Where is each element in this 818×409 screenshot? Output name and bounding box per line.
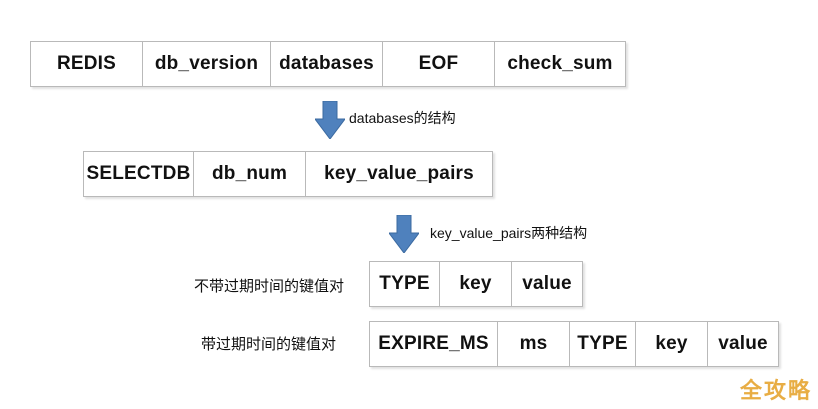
databases-structure-label: databases的结构	[349, 110, 456, 126]
cell-check-sum: check_sum	[507, 53, 613, 74]
cell-value: value	[718, 333, 768, 354]
down-arrow-icon	[315, 101, 345, 139]
kv-with-expire-label: 带过期时间的键值对	[200, 336, 336, 353]
cell-db-version: db_version	[143, 42, 271, 86]
cell-ms: ms	[498, 322, 570, 366]
cell-value: value	[522, 273, 572, 294]
databases-structure-row: SELECTDB db_num key_value_pairs	[83, 151, 493, 197]
cell-db-num: db_num	[194, 152, 306, 196]
down-arrow-icon	[389, 215, 419, 253]
cell-redis: REDIS	[31, 42, 143, 86]
cell-key-value-pairs: key_value_pairs	[324, 163, 474, 184]
cell-databases: databases	[271, 42, 383, 86]
cell-selectdb: SELECTDB	[84, 152, 194, 196]
kv-with-expire-row: EXPIRE_MS ms TYPE key value	[369, 321, 779, 367]
kv-pairs-structure-label: key_value_pairs两种结构	[430, 225, 588, 241]
rdb-structure-row: REDIS db_version databases EOF check_sum	[30, 41, 626, 87]
cell-type: TYPE	[370, 262, 440, 306]
cell-key: key	[440, 262, 512, 306]
cell-expire-ms: EXPIRE_MS	[370, 322, 498, 366]
cell-eof: EOF	[383, 42, 495, 86]
watermark-logo: 全攻略	[739, 378, 812, 403]
kv-no-expire-label: 不带过期时间的键值对	[193, 278, 344, 295]
cell-type: TYPE	[570, 322, 636, 366]
cell-key: key	[636, 322, 708, 366]
kv-no-expire-row: TYPE key value	[369, 261, 583, 307]
